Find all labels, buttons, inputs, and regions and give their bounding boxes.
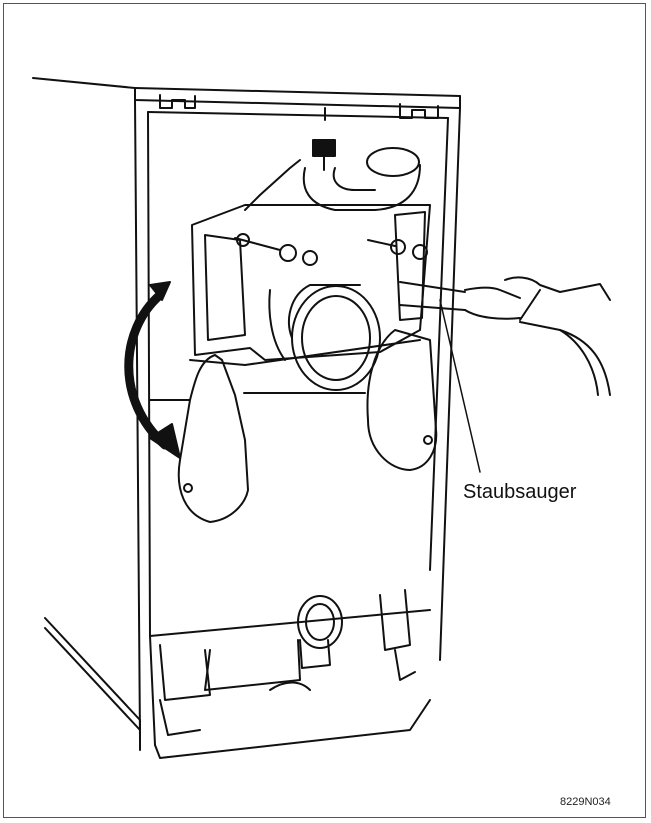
flue-chamber [189, 204, 431, 366]
elbow-pipe [244, 139, 421, 211]
left-inspection-flap [177, 354, 249, 523]
vacuum-cleaner-label: Staubsauger [463, 481, 577, 503]
figure-frame [3, 3, 646, 818]
vacuum-cleaner [399, 276, 611, 396]
flue-collar [268, 284, 381, 391]
boiler-cabinet [134, 87, 461, 759]
floor-lines [32, 77, 141, 751]
bolts [234, 233, 428, 266]
right-inspection-flap [366, 329, 438, 471]
callout-leader [439, 299, 481, 473]
bottom-section [159, 589, 416, 736]
rotation-arrow [124, 281, 181, 459]
figure-id: 8229N034 [560, 796, 611, 808]
